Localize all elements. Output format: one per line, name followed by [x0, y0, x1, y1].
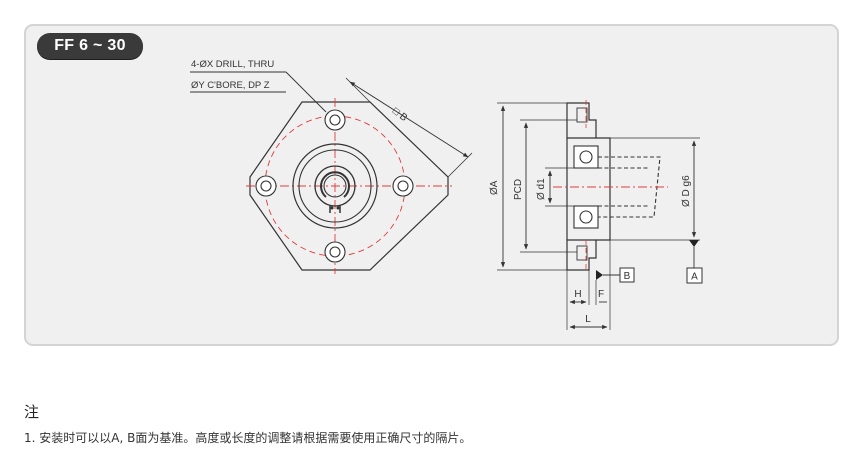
- bolt-hole-section-top: [576, 107, 588, 123]
- bolt-hole-bottom: [324, 241, 346, 263]
- datum-a-triangle: [689, 240, 699, 247]
- note-item: 1. 安装时可以以A, B面为基准。高度或长度的调整请根据需要使用正确尺寸的隔片…: [24, 431, 472, 445]
- bolt-hole-left: [255, 175, 277, 197]
- datum-a-box: [686, 267, 703, 284]
- notes-title: 注: [24, 403, 40, 421]
- boss-outer: [292, 143, 378, 229]
- dim-d-label: Ø D g6: [681, 175, 692, 207]
- datum-b-label: B: [624, 271, 631, 282]
- bearing-top: [573, 145, 599, 169]
- flange-bottom-section: [566, 239, 597, 271]
- front-view: 4-ØX DRILL, THRU ØY C'BORE, DP Z □ B: [190, 59, 473, 274]
- datum-a-label: A: [691, 272, 698, 283]
- bearing-bottom: [573, 205, 599, 229]
- datum-b-triangle: [596, 270, 603, 280]
- dim-h-label: H: [574, 289, 581, 300]
- bearing-bore: [314, 165, 356, 207]
- datum-b-box: [619, 267, 635, 283]
- side-view: ØA PCD Ø d1 Ø D g6 A B H F L: [489, 100, 703, 330]
- shaft-bore: [323, 174, 347, 198]
- dim-d1-label: Ø d1: [536, 178, 547, 200]
- square-dimension: □ B: [345, 77, 473, 178]
- snap-ring-tab: [329, 205, 341, 213]
- bolt-hole-section-bottom: [576, 245, 588, 261]
- dim-l-label: L: [585, 314, 591, 325]
- snap-ring: [320, 171, 350, 198]
- hub-section: [596, 137, 611, 241]
- dim-square-b-label: □ B: [390, 106, 409, 124]
- bolt-hole-right: [392, 175, 414, 197]
- dim-pcd-label: PCD: [513, 179, 524, 200]
- bolt-hole-top: [324, 109, 346, 131]
- model-tag: FF 6 ~ 30: [37, 33, 143, 59]
- dim-a-label: ØA: [489, 180, 500, 195]
- boss-inner: [298, 149, 372, 223]
- callout-drill-text: 4-ØX DRILL, THRU: [191, 59, 274, 70]
- dim-f-label: F: [598, 289, 604, 300]
- drill-callout: 4-ØX DRILL, THRU ØY C'BORE, DP Z: [190, 59, 327, 113]
- drawing-panel: [24, 24, 839, 346]
- callout-cbore-text: ØY C'BORE, DP Z: [191, 80, 270, 91]
